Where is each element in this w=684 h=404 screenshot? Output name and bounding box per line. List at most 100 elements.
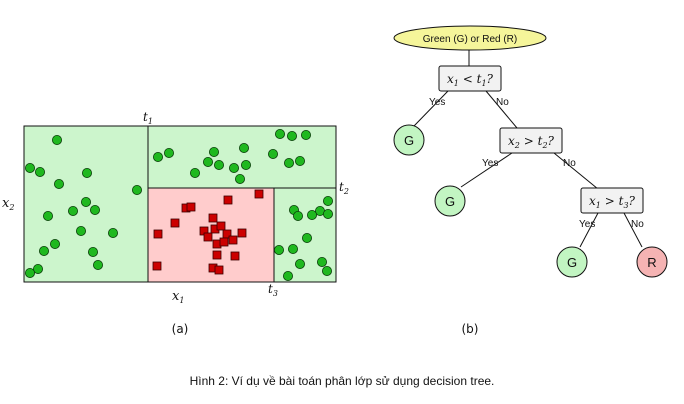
green-point	[35, 166, 46, 177]
red-point	[208, 213, 218, 223]
panel-label-b: (b)	[462, 322, 479, 336]
edge-label-no-1: No	[496, 97, 509, 108]
leaf-node-1-label: G	[404, 133, 414, 148]
green-point	[283, 157, 294, 168]
edge-label-no-2: No	[563, 158, 576, 169]
leaf-node-4	[636, 246, 668, 278]
green-point	[24, 162, 35, 173]
leaf-node-3-label: G	[567, 255, 577, 270]
green-point	[90, 204, 101, 215]
red-point	[228, 235, 238, 245]
plot-border	[23, 125, 337, 283]
green-point	[213, 159, 224, 170]
red-point	[170, 218, 180, 228]
figure-caption: Hình 2: Ví dụ về bài toán phân lớp sử dụ…	[189, 374, 495, 388]
edge-label-no-3: No	[631, 219, 644, 230]
green-point	[33, 263, 44, 274]
edge-label-yes-3: Yes	[579, 219, 595, 230]
green-point	[287, 243, 298, 254]
condition-node-1	[438, 65, 502, 92]
edge-cond1-yes	[413, 90, 449, 127]
red-point	[153, 229, 163, 239]
green-point	[234, 173, 245, 184]
red-point	[212, 250, 222, 260]
partition-plot: x2 x1 t1 t2 t3 (a)	[2, 110, 349, 336]
red-point	[254, 189, 264, 199]
red-point	[152, 261, 162, 271]
green-point	[274, 128, 285, 139]
leaf-node-2	[434, 185, 466, 217]
green-point	[294, 258, 305, 269]
green-point	[273, 244, 284, 255]
leaf-node-4-label: R	[647, 255, 656, 270]
green-point	[286, 130, 297, 141]
green-point	[294, 155, 305, 166]
red-point	[203, 232, 213, 242]
red-point	[230, 251, 240, 261]
edge-cond3-no	[623, 212, 643, 248]
green-point	[43, 210, 54, 221]
green-point	[76, 225, 87, 236]
green-point	[152, 151, 163, 162]
root-node-label: Green (G) or Red (R)	[423, 34, 517, 45]
green-point	[202, 156, 213, 167]
green-point	[108, 227, 119, 238]
red-point	[219, 237, 229, 247]
green-point	[240, 159, 251, 170]
green-point	[228, 162, 239, 173]
red-point	[216, 221, 226, 231]
edge-cond3-yes	[579, 212, 599, 248]
green-point	[93, 259, 104, 270]
green-point	[68, 205, 79, 216]
edge-label-yes-1: Yes	[429, 97, 445, 108]
edge-cond2-no	[553, 152, 599, 190]
green-point	[322, 208, 333, 219]
green-point	[292, 210, 303, 221]
red-point	[223, 195, 233, 205]
green-point	[88, 246, 99, 257]
red-point	[186, 202, 196, 212]
decision-tree: Yes No Yes No Yes No Green (G) or Red (R…	[393, 25, 668, 336]
leaf-node-2-label: G	[445, 194, 455, 209]
green-point	[301, 232, 312, 243]
red-point	[214, 265, 224, 275]
green-point	[208, 146, 219, 157]
edge-cond1-no	[485, 90, 518, 129]
green-point	[52, 134, 63, 145]
green-point	[39, 245, 50, 256]
green-point	[81, 196, 92, 207]
green-point	[282, 270, 293, 281]
green-point	[321, 265, 332, 276]
green-point	[189, 167, 200, 178]
edge-label-yes-2: Yes	[482, 158, 498, 169]
threshold-label-t3: t3	[268, 282, 278, 298]
edge-cond2-yes	[460, 152, 513, 188]
green-point	[322, 195, 333, 206]
leaf-node-3	[556, 246, 588, 278]
condition-node-3	[580, 187, 644, 214]
condition-node-2-label: x2 > t2?	[508, 134, 555, 150]
panel-label-a: (a)	[172, 322, 189, 336]
green-point	[24, 267, 35, 278]
green-point	[82, 167, 93, 178]
green-point	[267, 148, 278, 159]
green-point	[50, 238, 61, 249]
green-point	[306, 209, 317, 220]
green-point	[131, 184, 142, 195]
axis-label-x1: x1	[172, 289, 184, 305]
condition-node-2	[499, 127, 563, 154]
leaf-node-1	[393, 124, 425, 156]
green-point	[316, 256, 327, 267]
root-node	[393, 25, 547, 51]
green-point	[54, 178, 65, 189]
green-point	[163, 147, 174, 158]
green-point	[238, 142, 249, 153]
threshold-label-t2: t2	[339, 180, 349, 196]
axis-label-x2: x2	[2, 196, 14, 212]
green-point	[300, 129, 311, 140]
red-point	[237, 228, 247, 238]
decision-tree-figure: x2 x1 t1 t2 t3 (a) Yes No Yes No Yes No	[2, 25, 668, 336]
threshold-label-t1: t1	[143, 110, 153, 126]
condition-node-1-label: x1 < t1?	[447, 72, 494, 88]
condition-node-3-label: x1 > t3?	[589, 194, 636, 210]
